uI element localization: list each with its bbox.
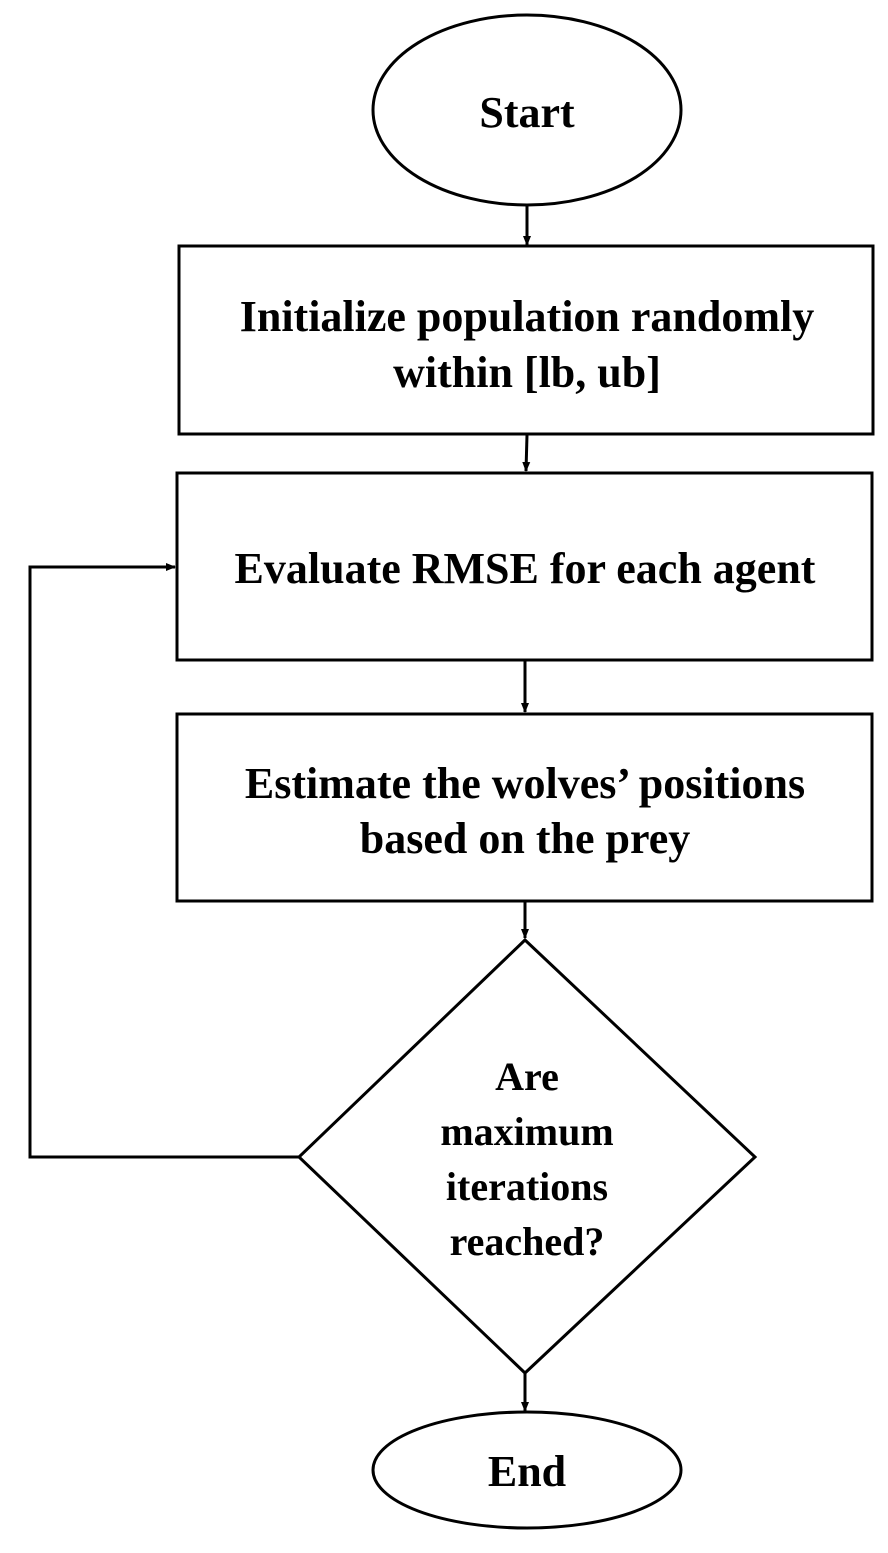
decision-node: Are maximum iterations reached? [296, 937, 758, 1376]
initialize-node: Initialize population randomly within [l… [177, 244, 875, 436]
decision-label-line-4: reached? [450, 1219, 605, 1264]
arrow-decision-loop-to-evaluate [28, 563, 299, 1159]
estimate-box [175, 712, 874, 903]
start-ellipse [371, 13, 683, 207]
end-label: End [488, 1447, 566, 1496]
evaluate-node: Evaluate RMSE for each agent [175, 471, 874, 662]
evaluate-box [175, 471, 874, 662]
estimate-label-line-2: based on the prey [360, 814, 690, 863]
end-ellipse [371, 1410, 683, 1530]
start-node: Start [371, 13, 683, 207]
initialize-box [177, 244, 875, 436]
initialize-label-line-1: Initialize population randomly [240, 292, 815, 341]
estimate-node: Estimate the wolves’ positions based on … [175, 712, 874, 903]
start-label: Start [479, 88, 575, 137]
initialize-label-line-2: within [lb, ub] [393, 348, 661, 397]
arrow-initialize-to-evaluate [522, 434, 531, 472]
end-node: End [371, 1410, 683, 1530]
decision-label-line-3: iterations [446, 1164, 608, 1209]
decision-label-line-1: Are [495, 1054, 559, 1099]
evaluate-label: Evaluate RMSE for each agent [235, 544, 816, 593]
decision-diamond [296, 937, 758, 1376]
decision-label-line-2: maximum [440, 1109, 613, 1154]
estimate-label-line-1: Estimate the wolves’ positions [245, 759, 805, 808]
